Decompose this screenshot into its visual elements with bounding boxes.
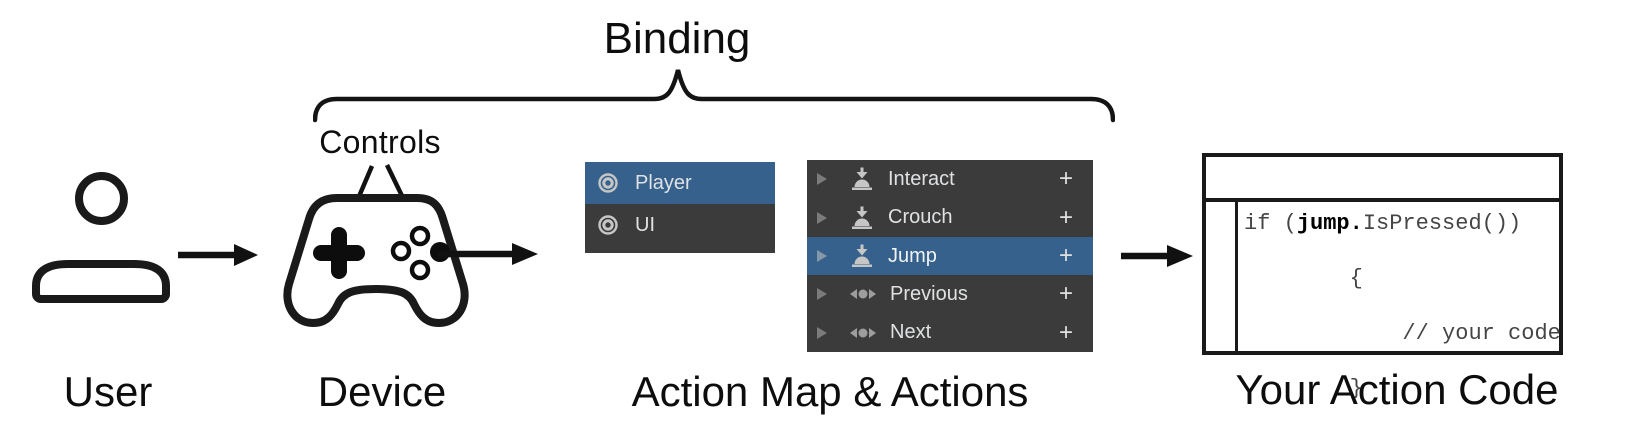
action-row-jump[interactable]: Jump +: [807, 236, 1093, 276]
code-line-3: // your code: [1349, 321, 1561, 346]
axis-icon: [850, 289, 876, 300]
add-binding-button[interactable]: +: [1058, 165, 1073, 193]
action-row-previous[interactable]: Previous +: [807, 275, 1093, 313]
binding-brace: [313, 69, 1115, 123]
action-map-label: Player: [635, 171, 692, 194]
add-binding-button[interactable]: +: [1058, 318, 1073, 346]
device-caption: Device: [317, 368, 447, 415]
action-label: Jump: [888, 244, 937, 267]
disclosure-triangle-icon[interactable]: [816, 287, 828, 301]
action-map-icon: [598, 215, 618, 235]
flow-arrow-user-device: [178, 244, 258, 266]
code-line-1: if (jump.IsPressed()): [1244, 211, 1522, 236]
action-label: Interact: [888, 167, 955, 190]
action-label: Previous: [890, 282, 968, 305]
add-binding-button[interactable]: +: [1058, 242, 1073, 270]
button-press-icon: [852, 206, 872, 229]
action-code-caption: Your Action Code: [1235, 366, 1559, 413]
action-label: Crouch: [888, 206, 953, 229]
action-row-interact[interactable]: Interact +: [807, 160, 1093, 198]
action-maps-panel: Player UI: [585, 162, 775, 253]
action-map-label: UI: [635, 213, 655, 236]
jump-variable: jump.: [1296, 211, 1363, 236]
controls-label: Controls: [319, 124, 441, 160]
disclosure-triangle-icon[interactable]: [816, 326, 828, 340]
user-icon: [32, 172, 170, 303]
action-map-row-player[interactable]: Player: [585, 162, 775, 204]
flow-arrow-device-map: [438, 243, 538, 265]
actions-panel: Interact + Crouch + Jump +: [807, 160, 1093, 352]
code-line-2: {: [1349, 266, 1363, 291]
action-row-next[interactable]: Next +: [807, 314, 1093, 352]
disclosure-triangle-icon[interactable]: [816, 211, 828, 225]
code-snippet: if (jump.IsPressed()) { // your code }: [1244, 210, 1561, 430]
button-press-icon: [852, 244, 872, 268]
action-label: Next: [890, 321, 932, 344]
axis-icon: [850, 327, 876, 338]
button-press-icon: [852, 167, 872, 191]
code-window-titlebar: [1206, 157, 1559, 202]
action-map-icon: [598, 173, 618, 193]
flow-arrow-action-code: [1121, 245, 1193, 267]
dpad-icon: [313, 227, 365, 279]
add-binding-button[interactable]: +: [1058, 280, 1073, 308]
action-map-caption: Action Map & Actions: [631, 368, 1029, 415]
disclosure-triangle-icon[interactable]: [816, 172, 828, 186]
action-row-crouch[interactable]: Crouch +: [807, 198, 1093, 236]
action-map-row-ui[interactable]: UI: [585, 204, 775, 246]
gamepad-icon: [283, 194, 469, 327]
code-line-4: }: [1349, 376, 1363, 401]
user-caption: User: [63, 368, 153, 415]
code-gutter-line: [1235, 202, 1238, 351]
add-binding-button[interactable]: +: [1058, 203, 1073, 231]
code-window-body: if (jump.IsPressed()) { // your code }: [1206, 202, 1561, 401]
binding-title: Binding: [603, 14, 751, 63]
disclosure-triangle-icon[interactable]: [816, 249, 828, 263]
code-window: if (jump.IsPressed()) { // your code }: [1202, 153, 1563, 401]
